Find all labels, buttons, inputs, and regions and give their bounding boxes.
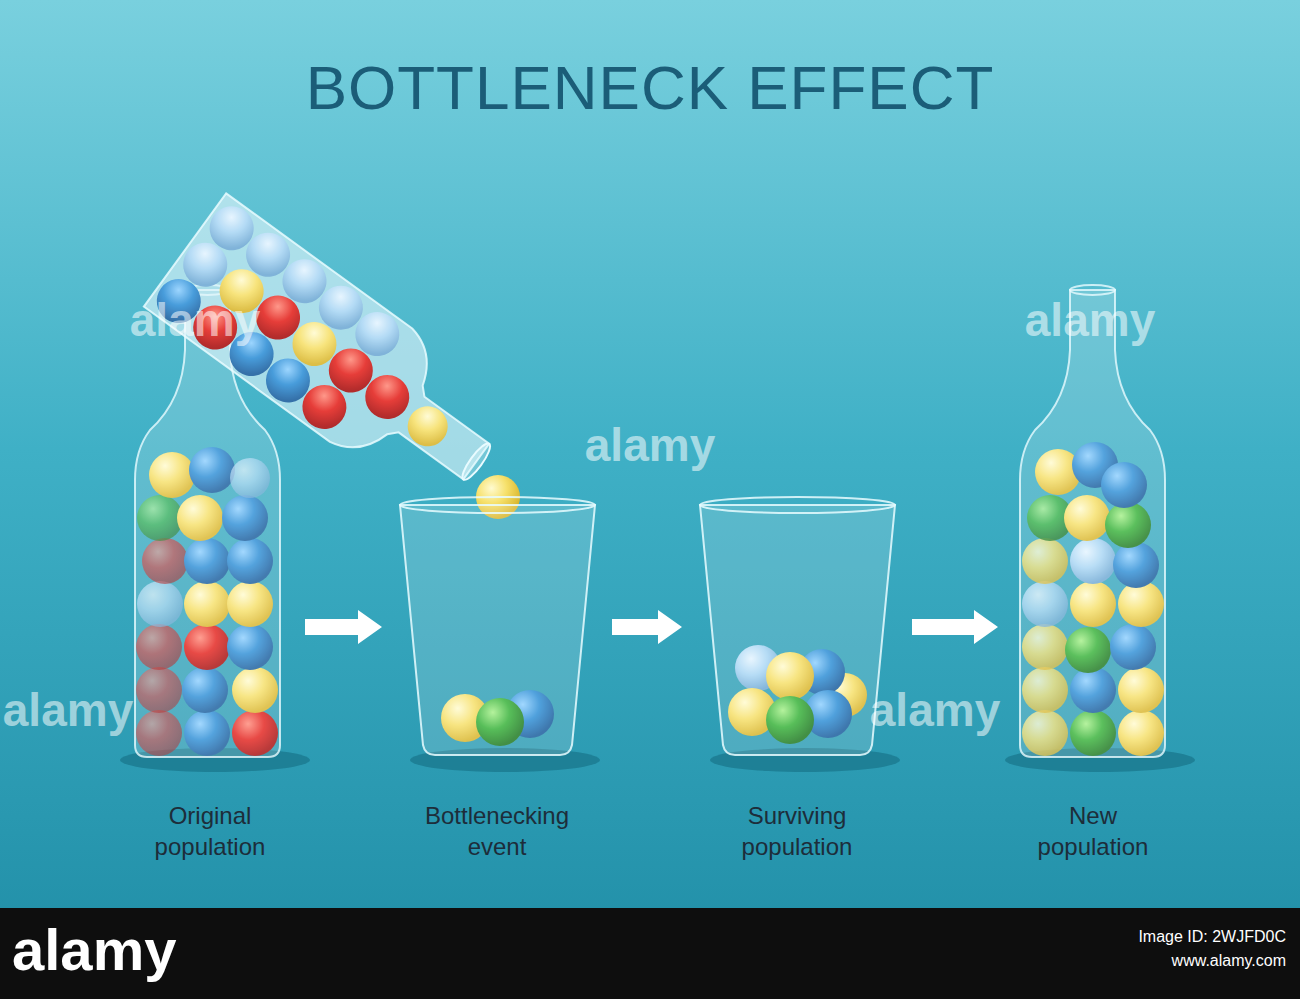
diagram-title: BOTTLENECK EFFECT (0, 52, 1300, 123)
flow-arrow (612, 610, 682, 644)
stage-label: Bottlenecking event (397, 800, 597, 862)
flow-arrow (305, 610, 382, 644)
watermark-bar (0, 908, 1300, 999)
population-container: New population (1013, 280, 1173, 867)
stage-label: New population (1018, 800, 1168, 862)
flow-arrow (912, 610, 998, 644)
watermark-text: alamy (130, 293, 260, 347)
watermark-text: www.alamy.com (1172, 952, 1286, 970)
watermark-text: alamy (12, 916, 176, 983)
watermark-text: alamy (3, 683, 133, 737)
stage-label: Surviving population (697, 800, 897, 862)
watermark-text: alamy (585, 418, 715, 472)
stage-label: Original population (130, 800, 290, 862)
watermark-text: Image ID: 2WJFD0C (1138, 928, 1286, 946)
watermark-text: alamy (1025, 293, 1155, 347)
population-container: Original population (130, 280, 290, 867)
population-container: Bottlenecking event (397, 490, 597, 867)
watermark-text: alamy (870, 683, 1000, 737)
population-container: Surviving population (697, 490, 897, 867)
